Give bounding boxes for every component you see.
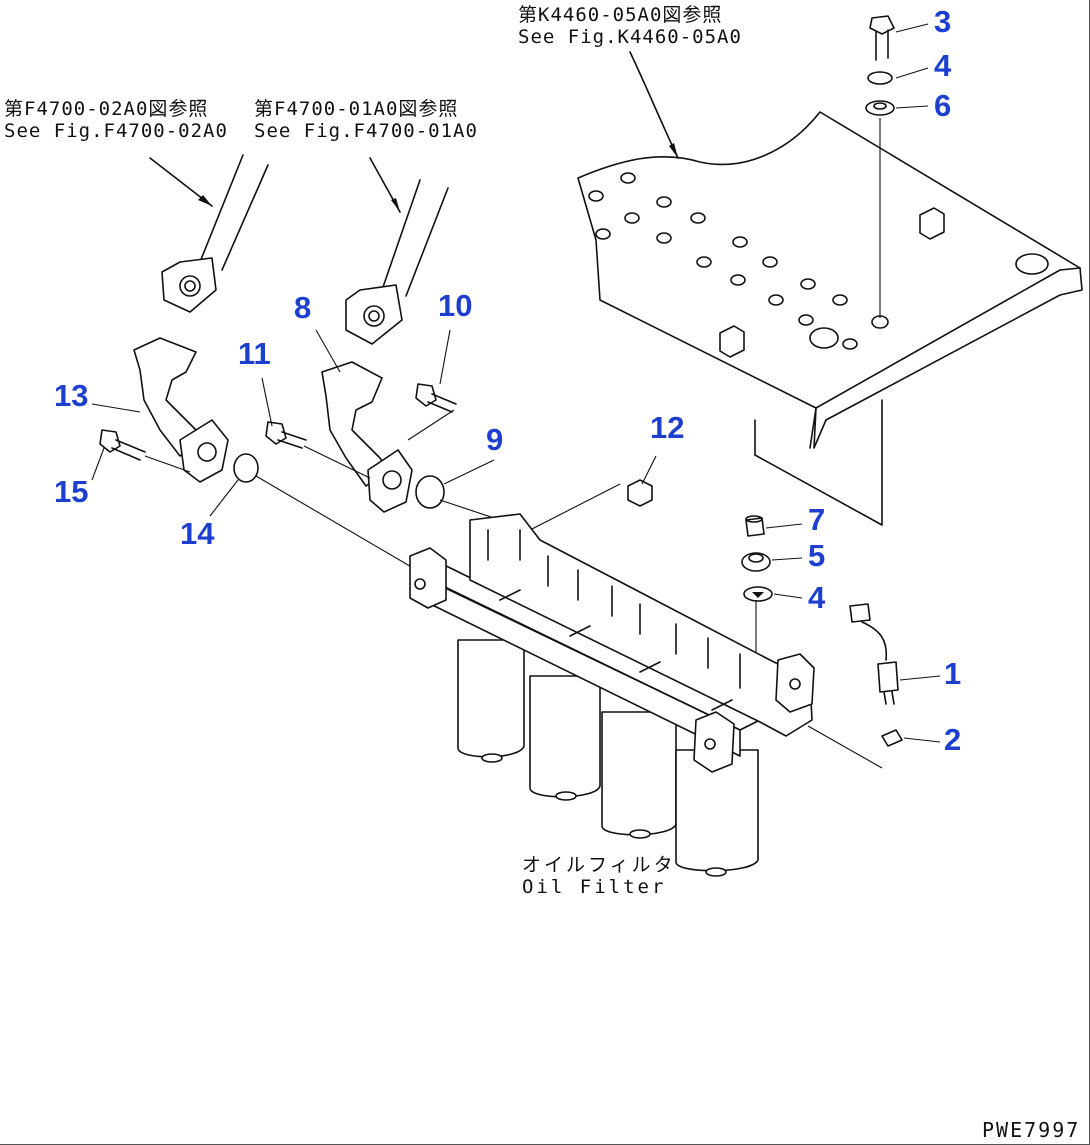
- reference-k4460-en: See Fig.K4460-05A0: [518, 26, 742, 48]
- hose-right: [345, 179, 449, 345]
- washer-6: [865, 100, 895, 116]
- oil-filter-caption: オイルフィルタ Oil Filter: [522, 854, 676, 898]
- bolt-3: [869, 15, 895, 61]
- reference-k4460: 第K4460-05A0図参照 See Fig.K4460-05A0: [518, 4, 742, 48]
- reference-f4700-02: 第F4700-02A0図参照 See Fig.F4700-02A0: [4, 98, 228, 142]
- bolt-15: [99, 429, 191, 473]
- reference-f4700-02-jp: 第F4700-02A0図参照: [4, 98, 209, 120]
- nut-12: [627, 479, 653, 507]
- callout-12: 12: [650, 410, 685, 445]
- callout-15: 15: [54, 474, 89, 509]
- washer-4-top: [867, 71, 893, 85]
- callout-7: 7: [808, 502, 826, 537]
- callout-13: 13: [54, 378, 89, 413]
- callout-8: 8: [294, 290, 312, 325]
- callout-3: 3: [934, 4, 952, 39]
- elbow-pipe-13: [133, 337, 229, 483]
- sensor-1: [849, 603, 899, 705]
- reference-k4460-jp: 第K4460-05A0図参照: [518, 4, 723, 26]
- drawing-code: PWE7997: [982, 1118, 1081, 1142]
- oil-filter-caption-en: Oil Filter: [522, 876, 667, 898]
- bracket-holes: [588, 172, 1049, 350]
- bolt-11: [265, 421, 371, 479]
- callout-4-bottom: 4: [808, 580, 826, 615]
- callout-5: 5: [808, 538, 826, 573]
- reference-f4700-01: 第F4700-01A0図参照 See Fig.F4700-01A0: [254, 98, 478, 142]
- gasket-2: [881, 729, 903, 747]
- callout-1: 1: [944, 656, 962, 691]
- callout-9: 9: [486, 422, 504, 457]
- spacer-7: [745, 515, 765, 537]
- callout-10: 10: [438, 288, 473, 323]
- callout-14: 14: [180, 516, 215, 551]
- hose-left: [161, 154, 269, 313]
- oil-filter-assembly: [409, 513, 815, 877]
- bracket-plate: [577, 111, 1083, 526]
- washer-4-bottom: [743, 586, 773, 602]
- reference-f4700-02-en: See Fig.F4700-02A0: [4, 120, 228, 142]
- o-ring-9: [415, 475, 445, 509]
- reference-f4700-01-jp: 第F4700-01A0図参照: [254, 98, 459, 120]
- elbow-pipe-8: [321, 361, 413, 513]
- callout-6: 6: [934, 88, 952, 123]
- callout-4-top: 4: [934, 48, 952, 83]
- reference-f4700-01-en: See Fig.F4700-01A0: [254, 120, 478, 142]
- cushion-5: [741, 552, 771, 572]
- bolt-10: [407, 383, 457, 441]
- callout-2: 2: [944, 722, 962, 757]
- oil-filter-caption-jp: オイルフィルタ: [522, 854, 676, 876]
- o-ring-14: [233, 453, 259, 483]
- callout-11: 11: [238, 336, 271, 371]
